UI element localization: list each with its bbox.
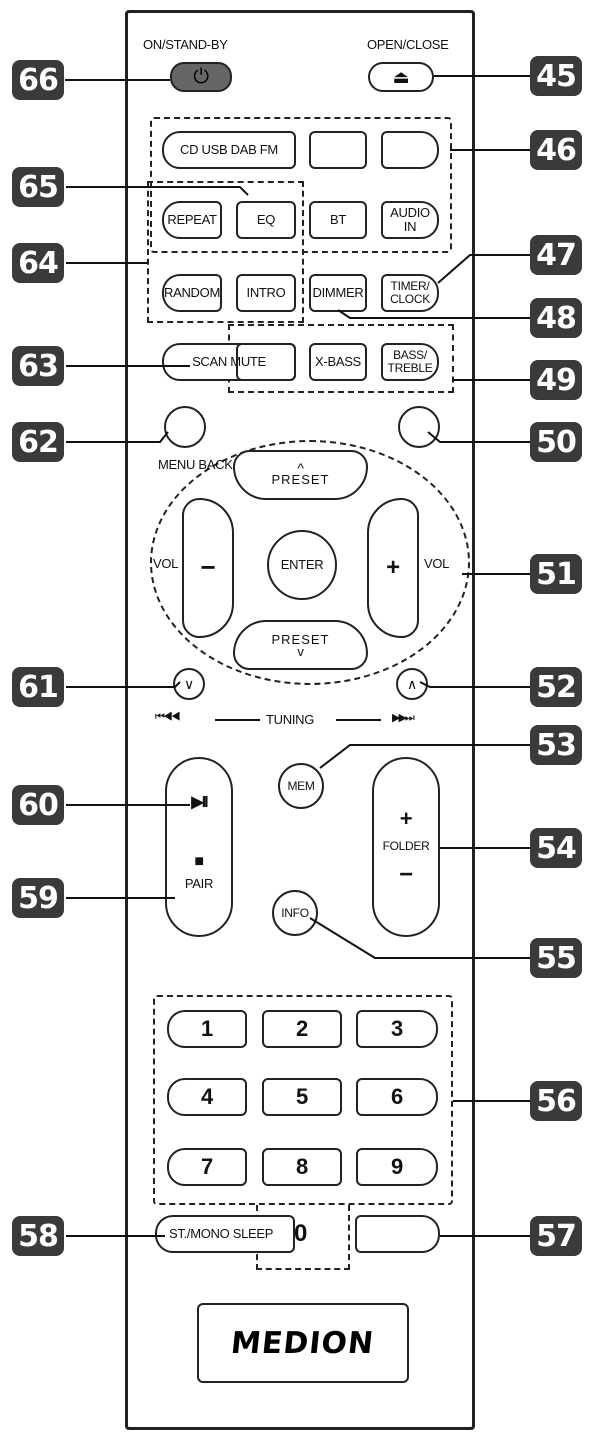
folder-label: FOLDER [382, 838, 430, 853]
preset-down-label: PRESET [271, 632, 330, 648]
fast-forward-icon: ▶▶⏭ [392, 712, 415, 724]
chevron-down-icon: ∨ [184, 675, 194, 692]
eject-label: OPEN/CLOSE [367, 37, 449, 52]
audio-in-button[interactable]: AUDIO IN [381, 201, 439, 239]
callout-63: 63 [12, 346, 64, 386]
eq-intro-group-box [147, 181, 304, 323]
vol-plus-button[interactable]: + [367, 498, 419, 638]
callout-53: 53 [530, 725, 582, 765]
timer-clock-button[interactable]: TIMER/ CLOCK [381, 274, 439, 312]
menu-back-label: MENU BACK [158, 457, 233, 472]
blank-button-1[interactable] [309, 131, 367, 169]
stop-icon: ■ [194, 852, 204, 870]
callout-45: 45 [530, 56, 582, 96]
callout-52: 52 [530, 667, 582, 707]
numpad-group-box [153, 995, 453, 1205]
minus-icon: − [200, 552, 216, 583]
bass-treble-button[interactable]: BASS/ TREBLE [381, 343, 439, 381]
callout-58: 58 [12, 1216, 64, 1256]
preset-up-button[interactable]: ^ PRESET [233, 450, 368, 500]
key-4[interactable]: 4 [167, 1078, 247, 1116]
callout-46: 46 [530, 130, 582, 170]
plus-icon: + [386, 554, 400, 582]
power-button[interactable]: ⏻ [170, 62, 232, 92]
mem-button[interactable]: MEM [278, 763, 324, 809]
callout-64: 64 [12, 243, 64, 283]
random-button[interactable]: RANDOM [162, 274, 222, 312]
key-3[interactable]: 3 [356, 1010, 438, 1048]
tuning-line-left [215, 719, 260, 721]
scan-mute-button[interactable]: SCAN MUTE [162, 343, 296, 381]
callout-59: 59 [12, 878, 64, 918]
chevron-up-icon: ∧ [407, 675, 417, 692]
bt-button[interactable]: BT [309, 201, 367, 239]
folder-minus-icon: − [399, 861, 413, 889]
callout-55: 55 [530, 938, 582, 978]
down-arrow-icon: v [297, 643, 304, 659]
preset-down-button[interactable]: PRESET v [233, 620, 368, 670]
key-0[interactable]: 0 [294, 1220, 308, 1247]
open-close-button[interactable]: ⏏ [368, 62, 434, 92]
menu-back-button[interactable] [164, 406, 206, 448]
blank-button-3[interactable] [236, 343, 296, 381]
blank-button-2[interactable] [381, 131, 439, 169]
info-button[interactable]: INFO [272, 890, 318, 936]
preset-up-label: PRESET [271, 472, 330, 488]
key-1[interactable]: 1 [167, 1010, 247, 1048]
callout-66: 66 [12, 60, 64, 100]
round-button-right[interactable] [398, 406, 440, 448]
key-5[interactable]: 5 [262, 1078, 342, 1116]
up-arrow-icon: ^ [297, 460, 304, 477]
key-8[interactable]: 8 [262, 1148, 342, 1186]
folder-plus-icon: + [399, 805, 413, 831]
blank-button-4[interactable] [355, 1215, 440, 1253]
x-bass-button[interactable]: X-BASS [309, 343, 367, 381]
key-2[interactable]: 2 [262, 1010, 342, 1048]
key-6[interactable]: 6 [356, 1078, 438, 1116]
vol-right-label: VOL [424, 556, 450, 571]
callout-48: 48 [530, 298, 582, 338]
vol-left-label: VOL [153, 556, 179, 571]
tuning-line-right [336, 719, 381, 721]
tuning-label: TUNING [266, 712, 315, 727]
intro-button[interactable]: INTRO [236, 274, 296, 312]
source-button[interactable]: CD USB DAB FM [162, 131, 296, 169]
brand-logo-box: MEDION [197, 1303, 409, 1383]
power-label: ON/STAND-BY [143, 37, 228, 52]
rewind-icon: ⏮◀◀ [155, 711, 180, 723]
repeat-button[interactable]: REPEAT [162, 201, 222, 239]
enter-button[interactable]: ENTER [267, 530, 337, 600]
callout-57: 57 [530, 1216, 582, 1256]
callout-62: 62 [12, 422, 64, 462]
power-icon: ⏻ [193, 65, 209, 88]
eject-icon: ⏏ [392, 66, 410, 87]
play-pause-pair-button[interactable]: ▶II ■ PAIR [165, 757, 233, 937]
tuning-down-button[interactable]: ∨ [173, 668, 205, 700]
callout-47: 47 [530, 235, 582, 275]
eq-button[interactable]: EQ [236, 201, 296, 239]
callout-51: 51 [530, 554, 582, 594]
callout-61: 61 [12, 667, 64, 707]
vol-minus-button[interactable]: − [182, 498, 234, 638]
pair-label: PAIR [184, 875, 214, 891]
callout-54: 54 [530, 828, 582, 868]
nav-ring [150, 440, 470, 685]
remote-body [125, 10, 475, 1430]
source-group-box [150, 117, 452, 253]
play-pause-icon: ▶II [191, 794, 208, 811]
callout-60: 60 [12, 785, 64, 825]
callout-65: 65 [12, 167, 64, 207]
folder-button[interactable]: + FOLDER − [372, 757, 440, 937]
callout-56: 56 [530, 1081, 582, 1121]
callout-49: 49 [530, 360, 582, 400]
key-7[interactable]: 7 [167, 1148, 247, 1186]
key-9[interactable]: 9 [356, 1148, 438, 1186]
callout-50: 50 [530, 422, 582, 462]
st-mono-sleep-button[interactable]: ST./MONO SLEEP [155, 1215, 295, 1253]
